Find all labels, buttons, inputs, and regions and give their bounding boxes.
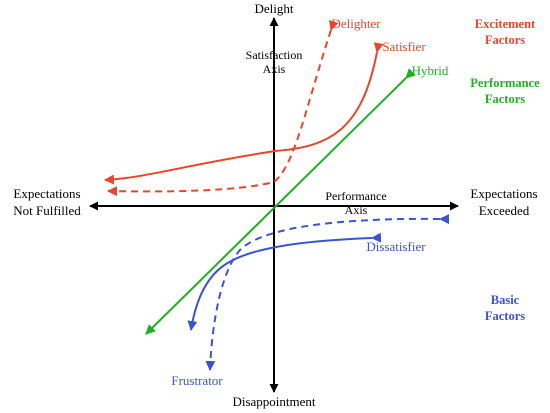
- not-fulfilled-label-1: Expectations: [13, 186, 80, 201]
- hybrid-label: Hybrid: [412, 63, 449, 78]
- satisfaction-axis-label-1: Satisfaction: [246, 48, 303, 62]
- dissatisfier-label: Dissatisfier: [366, 239, 426, 254]
- not-fulfilled-label-2: Not Fulfilled: [13, 203, 81, 218]
- satisfaction-axis-label-2: Axis: [263, 62, 286, 76]
- performance-axis-label-1: Performance: [325, 189, 386, 203]
- exceeded-label-2: Exceeded: [479, 203, 530, 218]
- excitement-factors-label-2: Factors: [485, 33, 525, 47]
- exceeded-label-1: Expectations: [470, 186, 537, 201]
- basic-factors-label-2: Factors: [485, 309, 525, 323]
- excitement-factors-label-1: Excitement: [475, 17, 536, 31]
- frustrator-label: Frustrator: [171, 373, 223, 388]
- disappointment-label: Disappointment: [232, 394, 315, 409]
- basic-factors-label-1: Basic: [491, 293, 520, 307]
- frustrator-curve: [205, 214, 450, 371]
- performance-factors-label-2: Factors: [485, 92, 525, 106]
- delighter-label: Delighter: [331, 16, 381, 31]
- performance-factors-label-1: Performance: [470, 76, 540, 90]
- performance-axis-label-2: Axis: [345, 203, 368, 217]
- satisfier-curve: [104, 42, 384, 185]
- delighter-curve: [107, 19, 339, 197]
- delight-label: Delight: [255, 1, 294, 16]
- satisfier-label: Satisfier: [382, 39, 426, 54]
- dissatisfier-curve: [187, 232, 382, 331]
